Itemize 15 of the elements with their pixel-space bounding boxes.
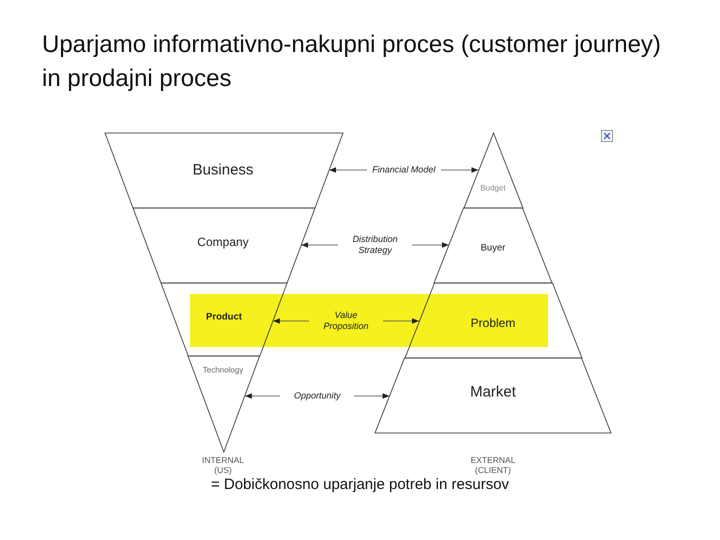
side-label: EXTERNAL (CLIENT): [470, 455, 516, 475]
layer-label: Problem: [470, 316, 516, 330]
slide-title: Uparjamo informativno-nakupni proces (customer journey) in prodajni proces: [42, 30, 662, 94]
layer-label: Market: [470, 384, 516, 400]
side-label: INTERNAL (US): [200, 455, 246, 475]
layer-label: Company: [197, 235, 249, 249]
edge-label: Opportunity: [280, 390, 354, 402]
edge-label: Value Proposition: [308, 309, 383, 333]
edge-label: Distribution Strategy: [338, 233, 412, 257]
layer-label: Product: [206, 312, 242, 322]
layer-label: Budget: [480, 184, 506, 192]
layer-label: Business: [192, 162, 254, 178]
caption: = Dobičkonosno uparjanje potreb in resursov: [210, 476, 510, 493]
layer-label: Technology: [202, 366, 244, 374]
layer-label: Buyer: [480, 242, 506, 254]
